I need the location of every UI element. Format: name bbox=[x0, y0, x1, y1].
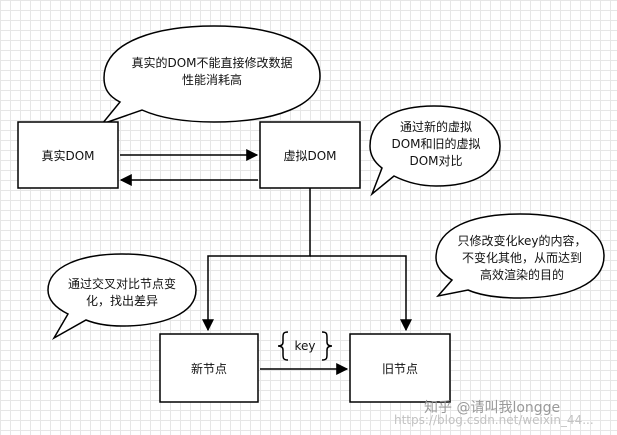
connector-to-new-node bbox=[202, 188, 311, 332]
bubble-top-line-2: 性能消耗高 bbox=[182, 72, 242, 87]
key-annotation: key bbox=[277, 331, 333, 361]
node-new-label: 新节点 bbox=[191, 361, 227, 376]
bubble-left-mid-line-1: 通过交叉对比节点变 bbox=[68, 276, 176, 291]
node-real-dom-label: 真实DOM bbox=[41, 148, 94, 163]
watermark: https://blog.csdn.net/weixin_44... 知乎 @请… bbox=[394, 399, 594, 427]
bubble-top: 真实的DOM不能直接修改数据 性能消耗高 bbox=[99, 25, 321, 126]
connector-to-old-node bbox=[310, 255, 412, 332]
key-label: key bbox=[294, 339, 315, 353]
node-real-dom: 真实DOM bbox=[17, 121, 119, 189]
bubble-left-mid: 通过交叉对比节点变 化，找出差异 bbox=[47, 253, 197, 341]
bubble-right-mid-line-2: 不变化其他，从而达到 bbox=[462, 250, 582, 265]
node-old-label: 旧节点 bbox=[382, 362, 418, 376]
node-new: 新节点 bbox=[159, 333, 259, 403]
bubble-right-mid-line-3: 高效渲染的目的 bbox=[480, 267, 564, 282]
watermark-main: 知乎 @请叫我longge bbox=[424, 399, 560, 416]
bubble-right-top-line-1: 通过新的虚拟 bbox=[400, 119, 472, 134]
bubble-left-mid-line-2: 化，找出差异 bbox=[86, 294, 158, 308]
node-virtual-dom-label: 虚拟DOM bbox=[283, 149, 336, 163]
bubble-right-mid: 只修改变化key的内容， 不变化其他，从而达到 高效渲染的目的 bbox=[435, 213, 605, 299]
bubble-right-mid-line-1: 只修改变化key的内容， bbox=[457, 233, 586, 248]
bubble-top-line-1: 真实的DOM不能直接修改数据 bbox=[131, 55, 292, 70]
bubble-right-top-line-2: DOM和旧的虚拟 bbox=[391, 136, 480, 151]
bubble-right-top: 通过新的虚拟 DOM和旧的虚拟 DOM对比 bbox=[369, 105, 501, 197]
watermark-url: https://blog.csdn.net/weixin_44... bbox=[394, 413, 594, 427]
bubble-right-top-line-3: DOM对比 bbox=[409, 154, 462, 168]
key-left-brace bbox=[277, 331, 289, 361]
key-right-brace bbox=[321, 331, 333, 361]
node-old: 旧节点 bbox=[349, 333, 451, 403]
node-virtual-dom: 虚拟DOM bbox=[259, 121, 361, 189]
